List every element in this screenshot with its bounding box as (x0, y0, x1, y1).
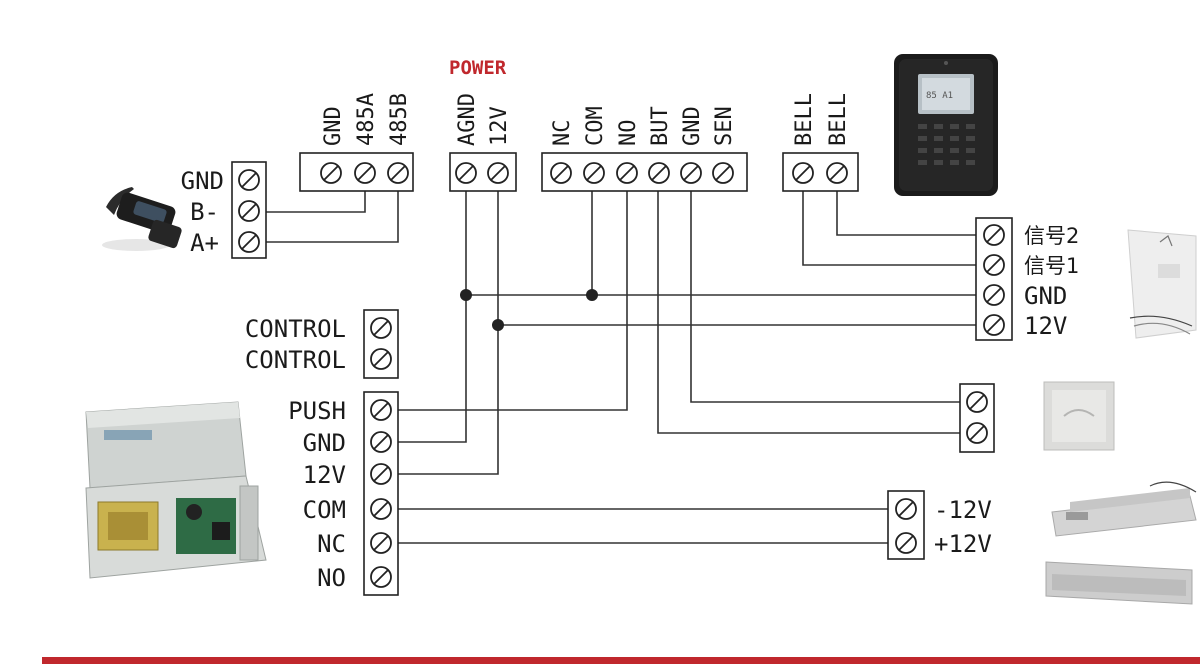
psu-label-no: NO (317, 564, 346, 592)
wire-but-exit (657, 187, 962, 434)
footer-accent-bar (42, 657, 1200, 664)
wire-gnd-exit (690, 187, 962, 403)
psu-label-push: PUSH (288, 397, 346, 425)
relay-label-sen: SEN (712, 106, 737, 146)
power-supply-icon (85, 401, 267, 579)
reader-terminal (231, 161, 267, 259)
junction-dot (492, 319, 504, 331)
reader-label-gnd: GND (181, 167, 224, 195)
wire-bell-2 (836, 187, 978, 236)
rs485-terminal (299, 152, 414, 192)
doorbell-icon (1127, 229, 1197, 339)
magnetic-lock-icon (1045, 561, 1193, 605)
lock-label-pos: +12V (934, 530, 992, 558)
control-terminal (363, 309, 399, 379)
wire-no-push (398, 187, 628, 411)
relay-terminal (541, 152, 748, 192)
power-terminal (449, 152, 517, 192)
psu-label-nc: NC (317, 530, 346, 558)
lock-label-neg: -12V (934, 496, 992, 524)
junction-dot (586, 289, 598, 301)
svg-text:85 A1: 85 A1 (926, 91, 953, 101)
electric-bolt-icon (1051, 481, 1197, 537)
exit-button-terminal (959, 383, 995, 453)
wire-12v (398, 187, 499, 475)
junction-dot (460, 289, 472, 301)
bell-terminal (782, 152, 859, 192)
reader-label-b: B- (190, 198, 219, 226)
control-label-2: CONTROL (245, 346, 346, 374)
psu-terminal (363, 391, 399, 596)
doorbell-label-signal1: 信号1 (1024, 254, 1079, 278)
bell-label-1: BELL (792, 93, 817, 146)
access-terminal-icon: 85 A1 (894, 54, 998, 196)
doorbell-label-gnd: GND (1024, 282, 1067, 310)
wire-485a (264, 187, 366, 213)
wires (264, 187, 978, 544)
doorbell-label-12v: 12V (1024, 312, 1067, 340)
relay-label-com: COM (583, 106, 608, 146)
reader-label-a: A+ (190, 229, 219, 257)
psu-label-gnd: GND (303, 429, 346, 457)
wire-agnd (398, 187, 467, 443)
wire-485b (264, 187, 399, 243)
relay-label-nc: NC (550, 120, 575, 147)
psu-label-com: COM (303, 496, 346, 524)
psu-label-12v: 12V (303, 461, 346, 489)
power-title: POWER (449, 57, 507, 79)
exit-button-icon (1043, 381, 1115, 451)
rs485-label-485b: 485B (387, 93, 412, 146)
bell-label-2: BELL (826, 93, 851, 146)
relay-label-but: BUT (648, 106, 673, 146)
rs485-label-485a: 485A (354, 93, 379, 146)
control-label-1: CONTROL (245, 315, 346, 343)
lock-terminal (887, 490, 925, 560)
card-reader-icon (102, 187, 182, 251)
relay-label-no: NO (616, 120, 641, 147)
relay-label-gnd: GND (680, 106, 705, 146)
rs485-label-gnd: GND (321, 106, 346, 146)
doorbell-label-signal2: 信号2 (1024, 224, 1079, 248)
doorbell-terminal (975, 217, 1013, 341)
wire-bell-1 (802, 187, 978, 266)
power-label-12v: 12V (487, 106, 512, 146)
power-label-agnd: AGND (455, 93, 480, 146)
